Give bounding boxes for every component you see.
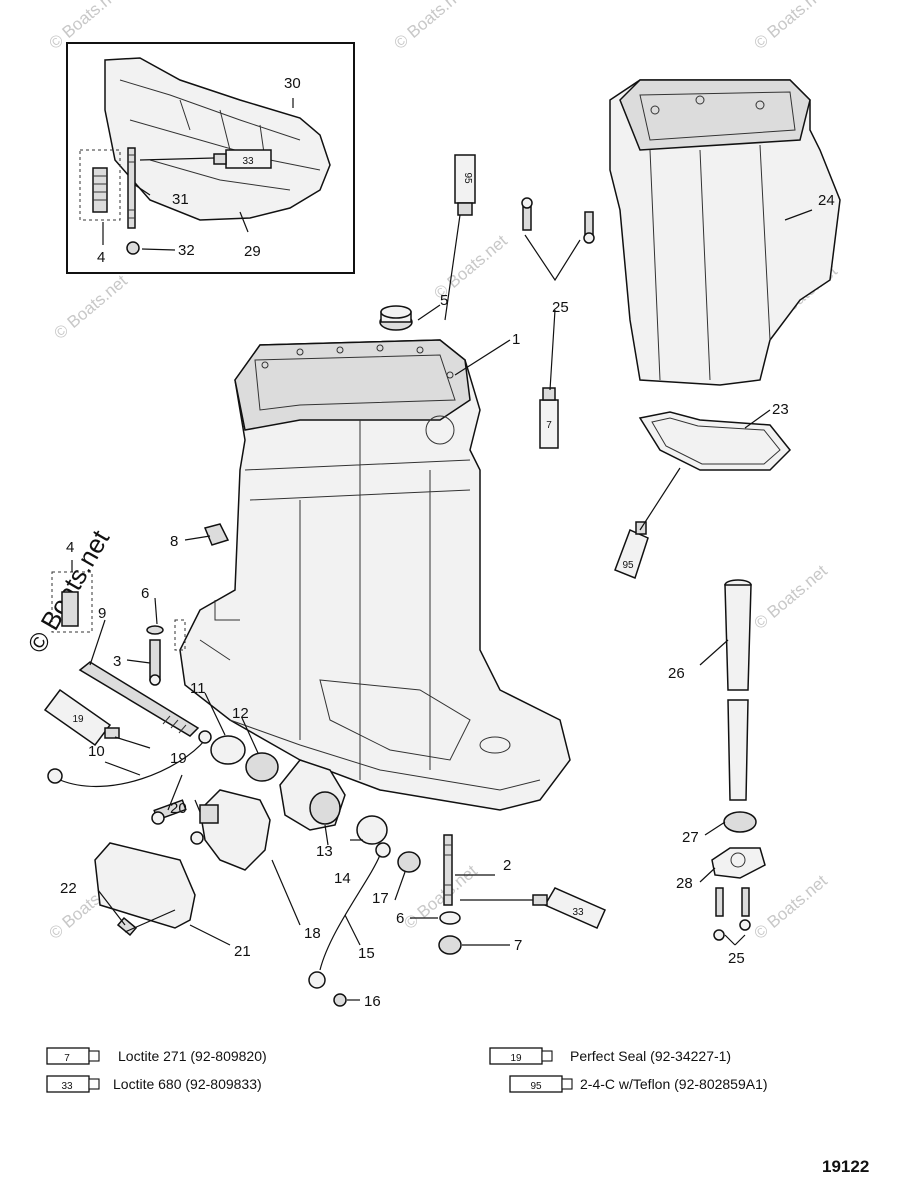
washer bbox=[245, 752, 279, 782]
callout: 9 bbox=[98, 605, 106, 622]
plug-nut bbox=[379, 305, 413, 331]
callout: 25 bbox=[728, 950, 745, 967]
legend-item: 7 Loctite 271 (92-809820) bbox=[46, 1047, 267, 1065]
callout: 16 bbox=[364, 993, 381, 1010]
callout: 31 bbox=[172, 191, 189, 208]
callout: 30 bbox=[284, 75, 301, 92]
callout: 24 bbox=[818, 192, 835, 209]
svg-text:33: 33 bbox=[242, 156, 254, 167]
svg-text:95: 95 bbox=[530, 1081, 542, 1092]
svg-text:33: 33 bbox=[572, 907, 584, 918]
callout: 8 bbox=[170, 533, 178, 550]
bushing-box bbox=[51, 571, 93, 633]
callout: 3 bbox=[113, 653, 121, 670]
gasket bbox=[638, 411, 792, 471]
sealant-tube-33: 33 bbox=[213, 149, 272, 169]
svg-text:95: 95 bbox=[622, 560, 634, 571]
cover bbox=[94, 842, 196, 929]
sealant-legend: 7 Loctite 271 (92-809820) 33 Loctite 680… bbox=[46, 1047, 768, 1093]
strap-eye bbox=[198, 730, 212, 744]
callout: 6 bbox=[396, 910, 404, 927]
seal bbox=[723, 811, 757, 833]
svg-text:Loctite 680 (92-809833): Loctite 680 (92-809833) bbox=[113, 1076, 262, 1092]
svg-text:Perfect Seal (92-34227-1): Perfect Seal (92-34227-1) bbox=[570, 1048, 731, 1064]
sealant-tube-33: 33 bbox=[532, 887, 606, 929]
callout: 26 bbox=[668, 665, 685, 682]
washer bbox=[356, 815, 388, 845]
callout: 5 bbox=[440, 292, 448, 309]
screw bbox=[333, 993, 347, 1007]
callout: 23 bbox=[772, 401, 789, 418]
callout: 21 bbox=[234, 943, 251, 960]
callout: 2 bbox=[503, 857, 511, 874]
callout: 20 bbox=[170, 800, 187, 817]
callout: 27 bbox=[682, 829, 699, 846]
plug bbox=[203, 523, 230, 546]
watermark: © Boats.net bbox=[750, 871, 831, 943]
svg-text:95: 95 bbox=[462, 172, 473, 184]
nut bbox=[397, 851, 421, 873]
watermark: © Boats.net bbox=[750, 0, 831, 53]
callout: 15 bbox=[358, 945, 375, 962]
svg-text:33: 33 bbox=[61, 1081, 73, 1092]
callout: 1 bbox=[512, 331, 520, 348]
sealant-tube-19: 19 bbox=[43, 688, 120, 747]
sealant-tube-95: 95 bbox=[454, 154, 476, 216]
svg-text:19: 19 bbox=[72, 714, 84, 725]
rubber-mount bbox=[279, 759, 346, 831]
callout: 12 bbox=[232, 705, 249, 722]
svg-text:7: 7 bbox=[546, 420, 552, 431]
bolt-and-washer bbox=[146, 619, 186, 686]
adapter-plate bbox=[609, 79, 841, 386]
callout-labels: 30 31 29 32 4 5 25 24 1 23 4 8 6 9 3 11 … bbox=[60, 75, 835, 1010]
callout: 4 bbox=[97, 249, 105, 266]
inset-box: 33 bbox=[66, 42, 355, 274]
driveshaft-housing bbox=[179, 339, 571, 811]
cable-eye bbox=[308, 971, 326, 989]
svg-text:19: 19 bbox=[510, 1053, 522, 1064]
sealant-tube-7: 7 bbox=[539, 387, 559, 449]
watermark: © Boats.net bbox=[45, 0, 126, 53]
callout: 22 bbox=[60, 880, 77, 897]
callout: 17 bbox=[372, 890, 389, 907]
watermark: © Boats.net bbox=[750, 561, 831, 633]
callout: 13 bbox=[316, 843, 333, 860]
callout: 25 bbox=[552, 299, 569, 316]
callout: 11 bbox=[190, 680, 206, 697]
svg-text:Loctite 271 (92-809820): Loctite 271 (92-809820) bbox=[118, 1048, 267, 1064]
watermark: © Boats.net bbox=[50, 271, 131, 343]
callout: 14 bbox=[334, 870, 351, 887]
callout: 4 bbox=[66, 539, 74, 556]
screw bbox=[116, 916, 138, 937]
leader-lines bbox=[71, 209, 813, 1001]
svg-text:2-4-C w/Teflon (92-802859A1): 2-4-C w/Teflon (92-802859A1) bbox=[580, 1076, 768, 1092]
ground-cable bbox=[319, 854, 381, 971]
legend-item: 95 2-4-C w/Teflon (92-802859A1) bbox=[509, 1075, 768, 1093]
watermark: © Boats.net bbox=[390, 0, 471, 53]
callout: 10 bbox=[88, 743, 105, 760]
sensor-assembly bbox=[151, 789, 271, 871]
cable-eye bbox=[375, 842, 391, 858]
diagram-reference-number: 19122 bbox=[822, 1157, 869, 1176]
stud-washer-nut bbox=[438, 834, 462, 955]
ground-strap bbox=[59, 739, 206, 788]
screws-top bbox=[521, 197, 595, 244]
svg-text:7: 7 bbox=[64, 1053, 70, 1064]
sealant-tube-95: 95 bbox=[614, 521, 649, 579]
callout: 28 bbox=[676, 875, 693, 892]
legend-item: 19 Perfect Seal (92-34227-1) bbox=[489, 1047, 731, 1065]
callout: 32 bbox=[178, 242, 195, 259]
callout: 6 bbox=[141, 585, 149, 602]
callout: 19 bbox=[170, 750, 187, 767]
legend-item: 33 Loctite 680 (92-809833) bbox=[46, 1075, 262, 1093]
callout: 29 bbox=[244, 243, 261, 260]
callout: 18 bbox=[304, 925, 321, 942]
callout: 7 bbox=[514, 937, 522, 954]
long-bolt bbox=[78, 661, 200, 737]
washer bbox=[210, 735, 246, 765]
water-tube bbox=[724, 579, 752, 801]
water-pump-base bbox=[711, 847, 766, 941]
strap-eye bbox=[47, 768, 63, 784]
